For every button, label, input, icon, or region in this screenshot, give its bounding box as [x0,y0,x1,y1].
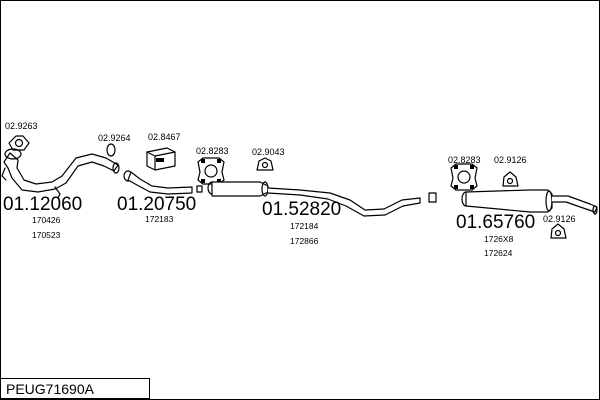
ring-1-drawing[interactable] [106,143,116,157]
hanger-2-label: 02.9126 [494,155,527,165]
hanger-3-drawing[interactable] [550,223,567,239]
hanger-3-label: 02.9126 [543,214,576,224]
hanger-1-label: 02.9043 [252,147,285,157]
ring-1-label: 02.9264 [98,133,131,143]
front-pipe-number: 01.12060 [3,194,82,215]
gasket-1-drawing[interactable] [8,135,30,151]
clamp-2-drawing[interactable] [450,163,478,191]
centre-silencer-ref-1: 172184 [290,221,319,231]
centre-silencer-ref-2: 172866 [290,236,319,246]
clamp-2-label: 02.8283 [448,155,481,165]
front-pipe-ref-1: 170426 [32,215,61,225]
centre-silencer-number: 01.52820 [262,199,341,220]
rear-silencer-ref-2: 172624 [484,248,513,258]
clamp-1-drawing[interactable] [197,157,225,185]
intermediate-pipe-ref-1: 172183 [145,214,174,224]
hanger-2-drawing[interactable] [502,171,519,187]
rear-silencer-number: 01.65760 [456,212,535,233]
front-pipe-ref-2: 170523 [32,230,61,240]
centre-silencer-drawing[interactable] [207,181,437,217]
diagram-code-box: PEUG71690A [0,378,150,399]
rear-silencer-ref-1: 1726X8 [484,234,514,244]
clamp-1-label: 02.8283 [196,146,229,156]
mounting-kit-drawing[interactable] [146,147,176,171]
front-pipe-drawing[interactable] [1,148,120,199]
mounting-kit-label: 02.8467 [148,132,181,142]
rear-silencer-drawing[interactable] [461,189,598,215]
intermediate-pipe-number: 01.20750 [117,194,196,215]
hanger-1-drawing[interactable] [256,157,274,171]
gasket-1-label: 02.9263 [5,121,38,131]
diagram-code: PEUG71690A [6,381,94,397]
intermediate-pipe-drawing[interactable] [123,170,203,195]
